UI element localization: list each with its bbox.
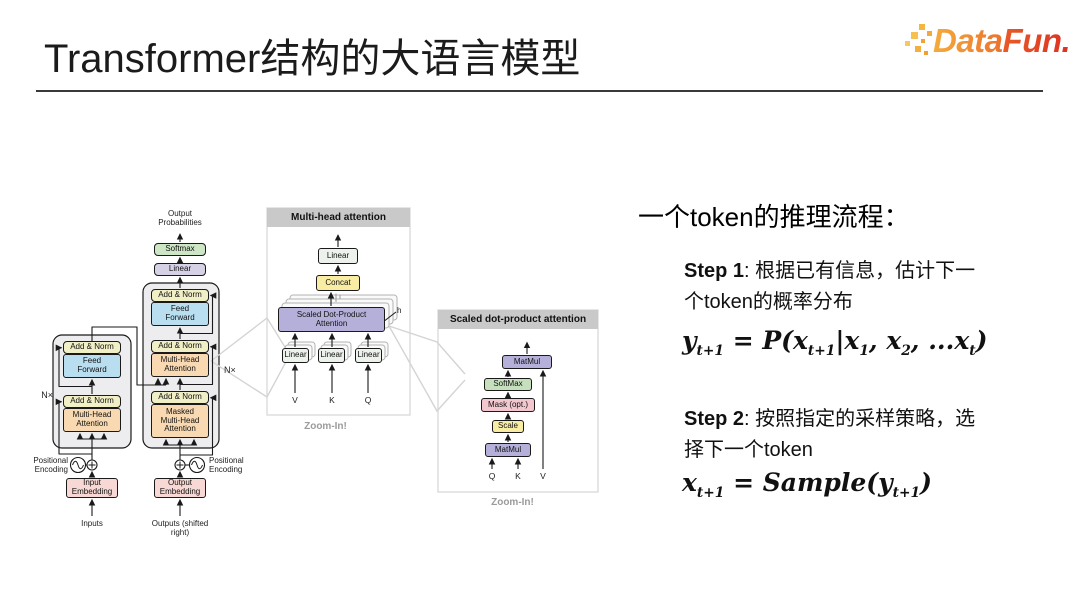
matmul-top-box: MatMul xyxy=(502,355,552,369)
mha-linear-out-box: Linear xyxy=(318,248,358,264)
logo-fun: Fun. xyxy=(1002,22,1071,59)
input-embedding-box: Input Embedding xyxy=(66,478,118,498)
positional-encoding-label-left: Positional Encoding xyxy=(33,456,68,475)
sdpa-panel-arrows xyxy=(488,341,547,469)
encoder-multi-head-attention: Multi-Head Attention xyxy=(63,408,121,432)
inputs-label: Inputs xyxy=(81,519,103,528)
page-title: Transformer结构的大语言模型 xyxy=(44,37,581,81)
mha-k-label: K xyxy=(329,395,335,405)
step2-label: Step 2 xyxy=(684,408,745,430)
output-embedding-box: Output Embedding xyxy=(154,478,206,498)
plus-icon-left xyxy=(86,459,98,471)
datafun-logo: DataFun. xyxy=(905,20,1075,68)
sdpa-zoom-in-label: Zoom-In! xyxy=(491,497,534,508)
positional-encoding-icon-left xyxy=(69,456,87,474)
positional-encoding-icon-right xyxy=(188,456,206,474)
sdpa-k-label: K xyxy=(515,471,521,481)
sdpa-panel-title: Scaled dot-product attention xyxy=(449,314,587,325)
step1-label: Step 1 xyxy=(684,260,745,282)
decoder-add-norm-1: Add & Norm xyxy=(151,289,209,302)
decoder-multi-head-attention: Multi-Head Attention xyxy=(151,353,209,377)
formula-2: xt+1 = Sample(yt+1) xyxy=(682,468,932,501)
transformer-arrows xyxy=(55,233,217,516)
transformer-diagram: Output Probabilities Softmax Linear Add … xyxy=(25,205,615,550)
mha-linear-k-box: Linear xyxy=(318,348,345,363)
outputs-label: Outputs (shifted right) xyxy=(151,519,209,538)
formula-1: yt+1 = P(xt+1|x1, x2, ...xt) xyxy=(682,326,988,359)
sdpa-v-label: V xyxy=(540,471,546,481)
step1-text: : 根据已有信息，估计下一个token的概率分布 xyxy=(684,260,976,313)
encoder-add-norm-1: Add & Norm xyxy=(63,341,121,354)
decoder-add-norm-2: Add & Norm xyxy=(151,340,209,353)
masked-multi-head-attention: Masked Multi-Head Attention xyxy=(151,404,209,438)
inference-heading: 一个token的推理流程： xyxy=(638,202,910,232)
step2-paragraph: Step 2: 按照指定的采样策略，选择下一个token xyxy=(684,404,984,466)
concat-box: Concat xyxy=(316,275,360,291)
mha-v-label: V xyxy=(292,395,298,405)
encoder-feed-forward: Feed Forward xyxy=(63,354,121,378)
zoom-wedge-lines xyxy=(210,316,466,413)
nx-label-right: N× xyxy=(224,365,236,375)
mha-panel-header xyxy=(267,208,410,227)
matmul-bottom-box: MatMul xyxy=(485,443,531,457)
mha-q-label: Q xyxy=(364,395,372,405)
mha-linear-v-box: Linear xyxy=(282,348,309,363)
sdpa-panel-header xyxy=(438,310,598,329)
logo-text: DataFun. xyxy=(933,22,1071,60)
logo-data: Data xyxy=(933,22,1003,59)
decoder-add-norm-3: Add & Norm xyxy=(151,391,209,404)
mha-ghost-arrows xyxy=(335,293,341,302)
nx-label-left: N× xyxy=(41,390,53,400)
mha-linear-q-box: Linear xyxy=(355,348,382,363)
scale-box: Scale xyxy=(492,420,524,433)
scaled-dot-product-attention-box: Scaled Dot-Product Attention xyxy=(278,307,385,332)
step1-paragraph: Step 1: 根据已有信息，估计下一个token的概率分布 xyxy=(684,256,984,318)
step2-text: : 按照指定的采样策略，选择下一个token xyxy=(684,408,976,461)
sdpa-q-label: Q xyxy=(488,471,496,481)
positional-encoding-label-right: Positional Encoding xyxy=(209,456,244,475)
sdpa-softmax-box: SoftMax xyxy=(484,378,532,391)
mask-opt-box: Mask (opt.) xyxy=(481,398,535,412)
encoder-add-norm-2: Add & Norm xyxy=(63,395,121,408)
softmax-box: Softmax xyxy=(154,243,206,256)
mha-panel-arrows xyxy=(291,234,397,393)
title-underline xyxy=(36,90,1043,92)
mha-zoom-in-label: Zoom-In! xyxy=(304,421,347,432)
plus-icon-right xyxy=(174,459,186,471)
decoder-feed-forward: Feed Forward xyxy=(151,302,209,326)
output-probabilities-label: Output Probabilities xyxy=(158,209,202,228)
logo-pixels-icon xyxy=(919,24,925,30)
mha-panel-title: Multi-head attention xyxy=(291,212,386,223)
h-label: h xyxy=(397,306,402,315)
linear-box: Linear xyxy=(154,263,206,276)
